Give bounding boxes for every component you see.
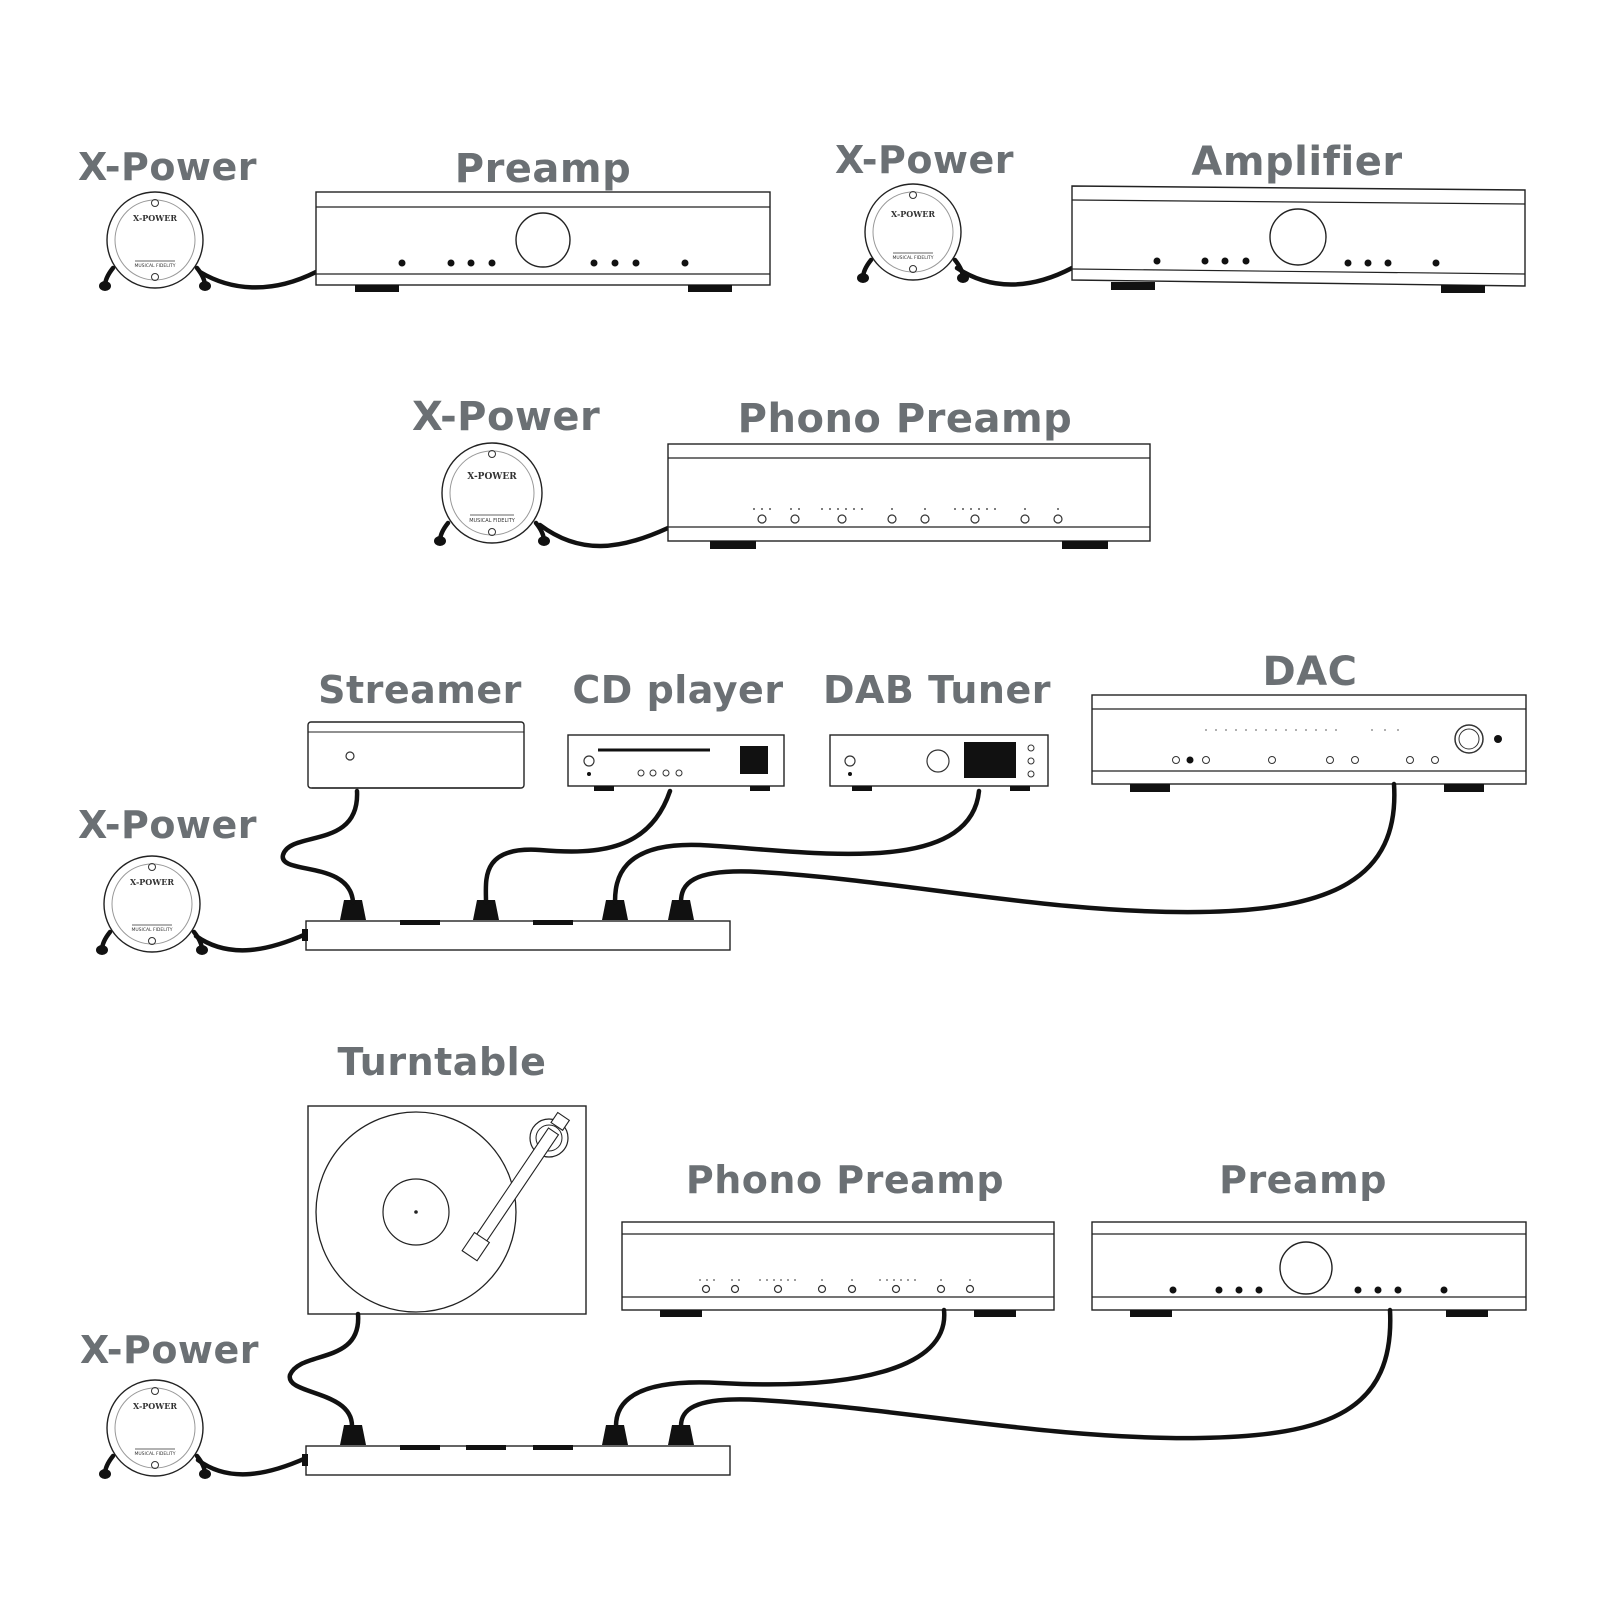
- headshell: [461, 1231, 491, 1262]
- plug-cd-player: [473, 900, 499, 920]
- phono-preamp-cable: [613, 1307, 947, 1429]
- power-cable: [193, 931, 309, 953]
- cd-player-label: CD player: [572, 668, 783, 712]
- xpower-unit: X-POWER MUSICAL FIDELITY: [434, 442, 550, 546]
- preamp-cable: [678, 1307, 1393, 1441]
- power-cable: [954, 265, 1075, 287]
- plug-streamer: [340, 900, 366, 920]
- xpower-brand-logo: X-POWER: [467, 472, 517, 482]
- amplifier-label: Amplifier: [1191, 139, 1402, 185]
- preamp-label: Preamp: [455, 146, 631, 192]
- turntable-cable: [287, 1311, 361, 1429]
- plug-preamp: [668, 1425, 694, 1445]
- xpower-label: X-Power: [835, 138, 1014, 182]
- xpower-brand-logo: X-POWER: [133, 213, 177, 223]
- xpower-maker-logo: MUSICAL FIDELITY: [131, 927, 172, 933]
- phono-preamp-label: Phono Preamp: [738, 396, 1073, 442]
- xpower-maker-logo: MUSICAL FIDELITY: [892, 255, 933, 261]
- cd-player-cable: [483, 788, 673, 905]
- dab-tuner-cable: [612, 788, 982, 905]
- setup-xpower-amplifier: X-Power X-POWER MUSICAL FIDELITY Amplifi…: [835, 138, 1526, 293]
- dac-unit: [1091, 694, 1527, 792]
- dac-cable: [678, 781, 1397, 915]
- plug-turntable: [340, 1425, 366, 1445]
- preamp-unit: [1091, 1221, 1527, 1317]
- dab-tuner-label: DAB Tuner: [823, 668, 1051, 712]
- cd-player-unit: [567, 734, 785, 791]
- xpower-unit: X-POWER MUSICAL FIDELITY: [857, 183, 969, 283]
- power-strip: [302, 900, 731, 951]
- turntable-label: Turntable: [338, 1040, 547, 1084]
- plug-dab-tuner: [602, 900, 628, 920]
- xpower-label: X-Power: [78, 803, 257, 847]
- turntable-unit: [307, 1105, 587, 1315]
- volume-knob: [1269, 208, 1327, 266]
- xpower-unit: X-POWER MUSICAL FIDELITY: [99, 191, 211, 291]
- xpower-brand-logo: X-POWER: [133, 1401, 177, 1411]
- setup-xpower-digital-sources: Streamer CD player DAB Tuner DAC X-Power: [78, 649, 1527, 955]
- xpower-brand-logo: X-POWER: [130, 877, 174, 887]
- xpower-label: X-Power: [78, 145, 257, 189]
- power-cable: [537, 522, 671, 549]
- streamer-cable: [280, 788, 360, 905]
- streamer-label: Streamer: [318, 668, 522, 712]
- power-cable: [197, 269, 319, 290]
- plug-phono-preamp: [602, 1425, 628, 1445]
- dab-tuner-unit: [829, 734, 1049, 791]
- xpower-label: X-Power: [80, 1328, 259, 1372]
- xpower-maker-logo: MUSICAL FIDELITY: [134, 263, 175, 269]
- volume-knob: [1279, 1241, 1333, 1295]
- platter: [315, 1111, 517, 1313]
- setup-xpower-phono-preamp: X-Power X-POWER MUSICAL FIDELITY Phono P…: [412, 394, 1151, 549]
- plug-dac: [668, 900, 694, 920]
- preamp-unit: [315, 191, 771, 292]
- amplifier-unit: [1071, 185, 1526, 293]
- preamp-label: Preamp: [1219, 1158, 1387, 1202]
- xpower-brand-logo: X-POWER: [891, 209, 935, 219]
- record-label: [382, 1178, 450, 1246]
- streamer-unit: [307, 721, 525, 789]
- xpower-maker-logo: MUSICAL FIDELITY: [134, 1451, 175, 1457]
- xpower-maker-logo: MUSICAL FIDELITY: [469, 518, 516, 524]
- dac-label: DAC: [1262, 649, 1357, 695]
- power-cable: [195, 1455, 309, 1477]
- power-strip: [302, 1425, 731, 1476]
- volume-knob: [515, 212, 571, 268]
- phono-preamp-label: Phono Preamp: [686, 1158, 1004, 1202]
- phono-preamp-unit: [621, 1221, 1055, 1317]
- xpower-label: X-Power: [412, 394, 600, 440]
- setup-xpower-preamp: X-Power X-POWER MUSICAL FIDELITY Preamp: [78, 145, 771, 292]
- xpower-unit: X-POWER MUSICAL FIDELITY: [99, 1379, 211, 1479]
- phono-preamp-unit: [667, 443, 1151, 549]
- xpower-unit: X-POWER MUSICAL FIDELITY: [96, 855, 208, 955]
- setup-xpower-vinyl-chain: Turntable Phono Preamp Preamp X-Power: [80, 1040, 1527, 1479]
- tonearm-pivot: [529, 1118, 569, 1158]
